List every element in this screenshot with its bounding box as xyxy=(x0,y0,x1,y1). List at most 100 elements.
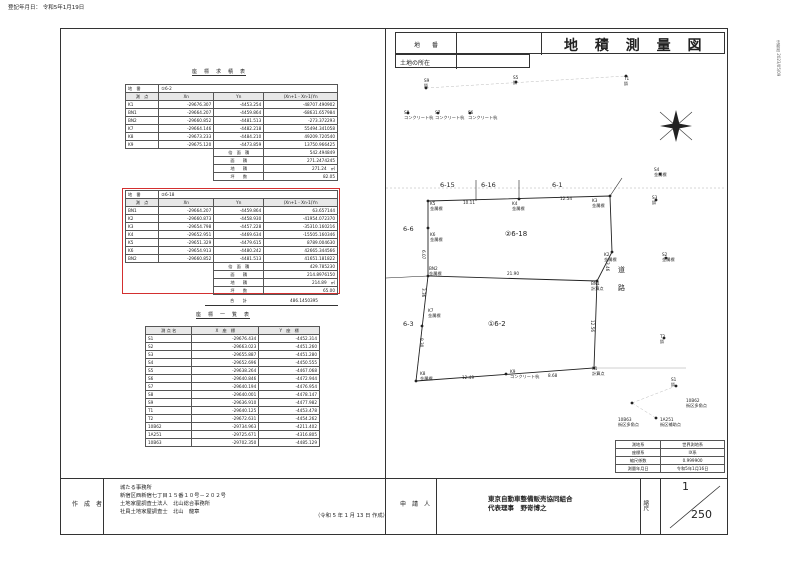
survey-point-marker xyxy=(414,379,418,383)
table-cell: K2 xyxy=(124,214,160,223)
table-cell: -29725.671 xyxy=(191,430,260,439)
table-cell: -4479.615 xyxy=(213,238,265,247)
table-row: S2-29663.023-4451.260 xyxy=(144,342,320,351)
table-cell: K4 xyxy=(124,230,160,239)
table-cell: -48707.490902 xyxy=(263,100,338,109)
table-cell: -4469.634 xyxy=(213,230,265,239)
table-cell: 271.24 ㎡ xyxy=(263,164,338,173)
parcel-label-main: ②6-18 xyxy=(505,230,528,238)
table-cell: 面 積 xyxy=(213,270,265,279)
chiban-value: ②6-18 xyxy=(158,190,338,199)
table-cell: -4457.228 xyxy=(213,222,265,231)
table-cell: -29673.233 xyxy=(158,132,215,141)
col-formula: (Xn+1 - Xn-1)Yn xyxy=(263,198,338,207)
table-cell: -29660.852 xyxy=(158,116,215,125)
neighbor-6-3: 6-3 xyxy=(403,320,414,328)
table-cell: -29651.329 xyxy=(158,238,215,247)
point-list-heading: 座 標 一 覧 表 xyxy=(196,312,251,320)
table-cell: K1 xyxy=(124,100,160,109)
table-cell xyxy=(126,263,214,271)
table-cell: -4477.982 xyxy=(258,398,320,407)
survey-point-marker xyxy=(624,74,628,78)
table-cell: -4481.513 xyxy=(213,116,265,125)
table-cell xyxy=(126,165,214,173)
table-cell: 42665.344566 xyxy=(263,246,338,255)
table-cell: 63.657144 xyxy=(263,206,338,215)
table-cell: 面 積 xyxy=(213,156,265,165)
table-cell: S7 xyxy=(144,382,193,391)
table-cell: -4211.402 xyxy=(258,422,320,431)
table-cell: -29652.696 xyxy=(191,358,260,367)
table-cell: -29640.001 xyxy=(191,390,260,399)
table-cell: -4454.262 xyxy=(258,414,320,423)
dim-left-low: 9.30 xyxy=(419,338,425,348)
table-cell: -4458.930 xyxy=(213,214,265,223)
table-cell: -29664.207 xyxy=(158,206,215,215)
col-y: Y 座 標 xyxy=(258,326,320,335)
table-cell: 49209.720540 xyxy=(263,132,338,141)
table-cell: BN2 xyxy=(124,116,160,125)
table-cell: 世界測地系 xyxy=(660,440,725,449)
survey-point-marker xyxy=(517,197,521,201)
table-cell: 65.00 xyxy=(263,286,338,295)
table-row: S5-29638.264-4467.068 xyxy=(144,366,320,375)
table-cell: 82.05 xyxy=(263,172,338,181)
applicant-block: 東京自動車整備販売協同組合 代表理事 野嵜博之 xyxy=(488,495,573,512)
table-cell xyxy=(126,287,214,295)
neighbor-6-15: 6-15 xyxy=(440,181,455,189)
dim-right-top: 3.46 xyxy=(605,262,611,272)
table-cell: -29663.023 xyxy=(191,342,260,351)
survey-point-marker xyxy=(436,111,440,115)
parcel-label-sub: ①6-2 xyxy=(488,320,506,328)
table-cell: S3 xyxy=(144,350,193,359)
survey-point-marker xyxy=(426,226,430,230)
survey-point-marker xyxy=(674,384,678,388)
table-cell: K9 xyxy=(124,140,160,149)
table-row: S7-29640.194-4476.954 xyxy=(144,382,320,391)
table-cell: -4467.068 xyxy=(258,366,320,375)
table-cell: 271.2474245 xyxy=(263,156,338,165)
table-cell: -4450.555 xyxy=(258,358,320,367)
table-row: 10B63-29702.350-4485.129 xyxy=(144,438,320,447)
table-cell: 測量年月日 xyxy=(614,464,662,473)
spec-row: 測量年月日令和5年1月16日 xyxy=(614,464,725,473)
col-x: X 座 標 xyxy=(191,326,260,335)
table-cell: BN2 xyxy=(124,254,160,263)
table-cell: 41651.181822 xyxy=(263,254,338,263)
chiban-label: 地 番 xyxy=(414,42,439,49)
table-cell: K3 xyxy=(124,222,160,231)
neighbor-6-1: 6-1 xyxy=(552,181,563,189)
table-cell: 縮尺係数 xyxy=(614,456,662,465)
table-cell: -29654.798 xyxy=(158,222,215,231)
table-cell: -29664.207 xyxy=(158,108,215,117)
table-row: 1A251-29725.671-4316.805 xyxy=(144,430,320,439)
table-cell: -35310.160216 xyxy=(263,222,338,231)
table-cell: 倍 面 積 xyxy=(213,148,265,157)
table-cell: -4485.129 xyxy=(258,438,320,447)
scale-label: 縮尺 xyxy=(642,500,649,511)
total-value: 486.1450395 xyxy=(290,298,318,303)
table-row: T2-29672.631-4454.262 xyxy=(144,414,320,423)
survey-map xyxy=(386,74,726,420)
table-cell: S6 xyxy=(144,374,193,383)
dim-left-top: 6.07 xyxy=(421,250,427,260)
table-cell xyxy=(126,157,214,165)
parcel-boundary-main xyxy=(427,195,613,282)
scale-slash xyxy=(669,485,721,529)
table-row: K3-29654.798-4457.228-35310.160216 xyxy=(124,222,338,231)
dim-top-right: 12.54 xyxy=(560,196,572,201)
table-cell: -29640.194 xyxy=(191,382,260,391)
table-cell: -4476.954 xyxy=(258,382,320,391)
